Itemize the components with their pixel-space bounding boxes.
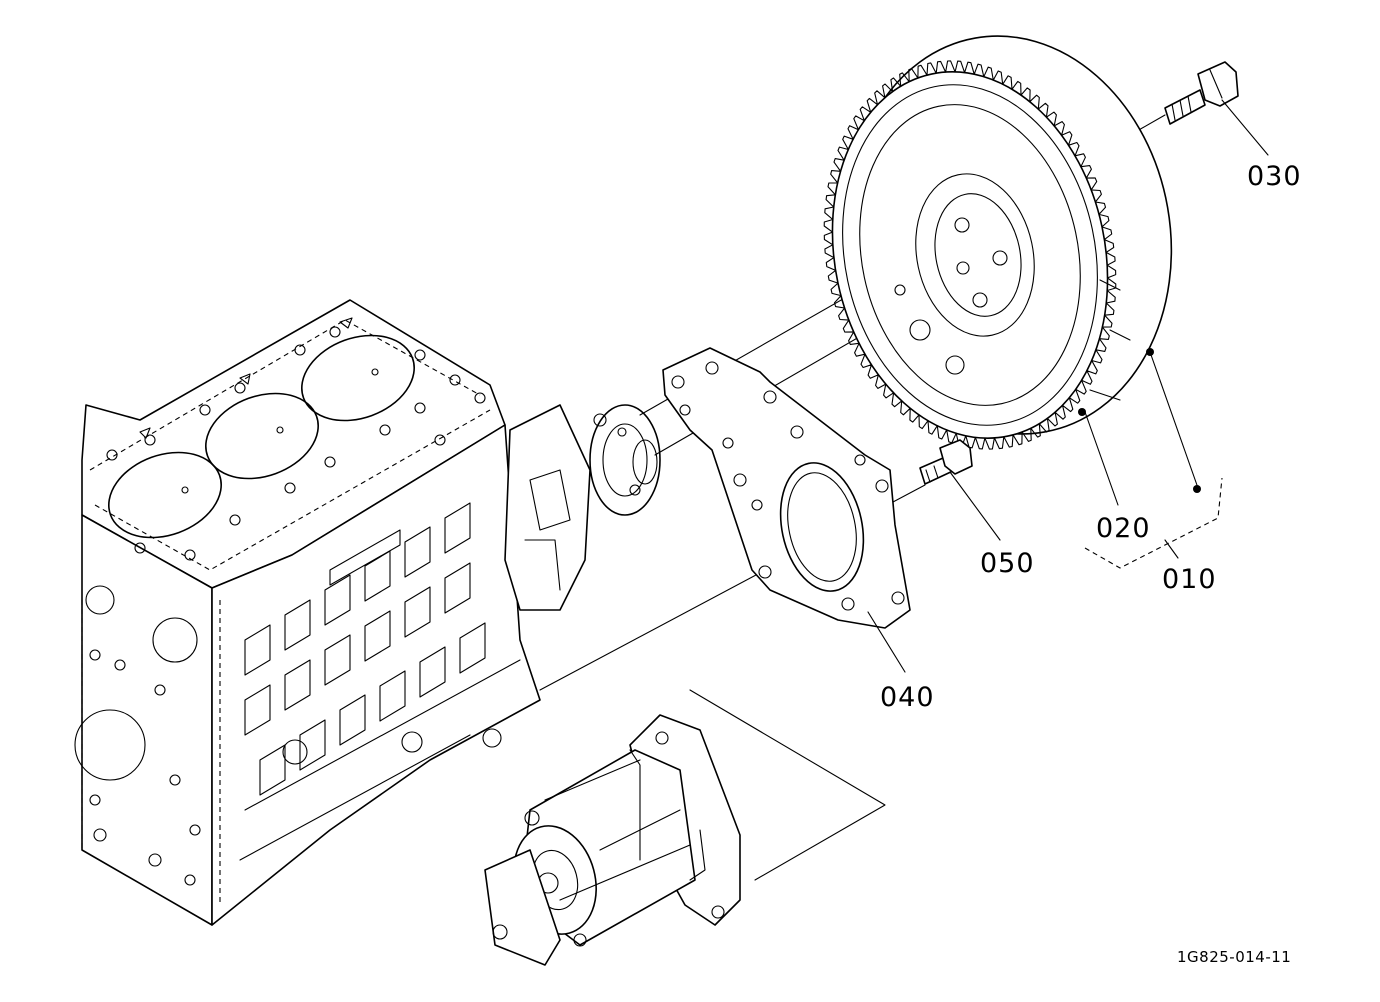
leader-lines [867,99,1269,673]
drawing-code: 1G825-014-11 [1177,948,1291,966]
label-040: 040 [880,682,935,713]
label-020: 020 [1096,513,1151,544]
stud-bolt [919,439,973,485]
flywheel-with-ring-gear [823,35,1173,450]
gear-tooth-outline [823,60,1117,450]
flywheel-bolt [1164,61,1239,125]
ring-gear-teeth [823,60,1117,450]
crankshaft [504,404,661,611]
label-010: 010 [1162,564,1217,595]
label-030: 030 [1247,161,1302,192]
end-plate [662,347,911,629]
engine-block [74,299,541,926]
starter-motor [484,689,886,966]
label-050: 050 [980,548,1035,579]
